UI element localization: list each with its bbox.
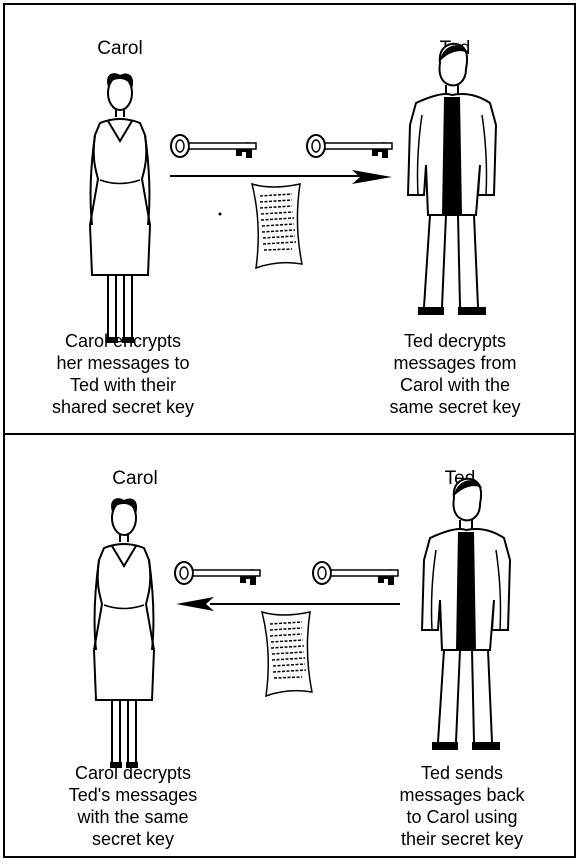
bottom-right-caption: Ted sends messages back to Carol using t… <box>357 762 567 850</box>
caption-line: with the same <box>77 807 189 827</box>
caption-line: Carol with the <box>399 375 511 395</box>
bottom-left-name: Carol <box>112 468 158 489</box>
caption-line: Ted sends <box>420 763 504 783</box>
man-figure-icon <box>407 42 497 317</box>
key-icon <box>312 561 399 586</box>
diagram-frame <box>3 3 576 858</box>
key-icon <box>170 134 257 159</box>
caption-line: secret key <box>91 829 175 849</box>
document-icon <box>251 183 303 269</box>
caption-line: shared secret key <box>51 397 195 417</box>
caption-line: messages from <box>393 353 517 373</box>
woman-figure-icon <box>89 72 151 344</box>
woman-figure-icon <box>93 497 155 769</box>
arrow-icon <box>176 597 400 611</box>
document-icon <box>261 611 313 697</box>
arrow-icon <box>170 170 392 184</box>
caption-line: Carol decrypts <box>74 763 192 783</box>
bottom-left-caption: Carol decrypts Ted's messages with the s… <box>28 762 238 850</box>
caption-line: messages back <box>399 785 525 805</box>
key-icon <box>306 134 393 159</box>
caption-line: Ted decrypts <box>403 331 507 351</box>
caption-line: Ted with their <box>69 375 177 395</box>
caption-line: to Carol using <box>406 807 518 827</box>
top-sender-name: Carol <box>97 38 143 59</box>
caption-line: her messages to <box>56 353 190 373</box>
panel-divider <box>3 433 576 435</box>
speck <box>218 212 222 216</box>
caption-line: same secret key <box>389 397 521 417</box>
key-icon <box>174 561 261 586</box>
man-figure-icon <box>421 477 511 751</box>
caption-line: Ted's messages <box>68 785 198 805</box>
top-receiver-caption: Ted decrypts messages from Carol with th… <box>350 330 560 418</box>
caption-line: their secret key <box>400 829 524 849</box>
